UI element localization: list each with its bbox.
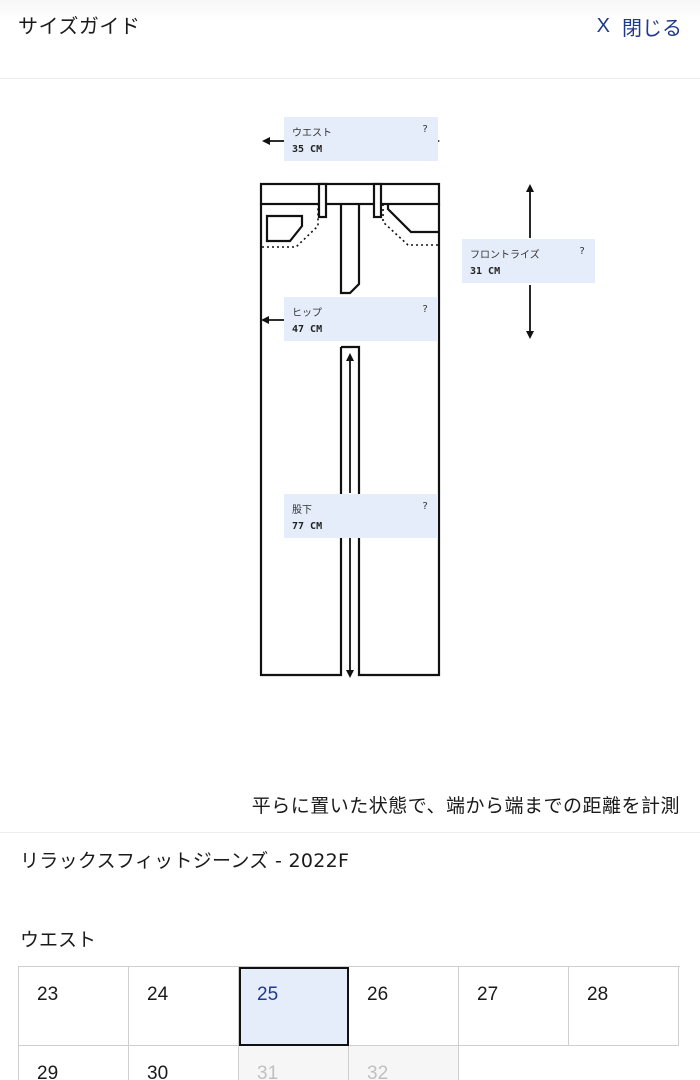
measurement-value: 77 CM [292,521,323,532]
measurement-name: 股下 [292,505,312,516]
measurement-inseam: 股下 ? 77 CM [284,494,438,538]
measurement-name: フロントライズ [470,250,540,261]
help-icon[interactable]: ? [578,246,585,257]
close-icon: X [596,15,610,37]
measurement-front-rise: フロントライズ ? 31 CM [462,239,595,283]
size-grid: 23 24 25 26 27 28 29 30 31 32 [18,966,680,1080]
measurement-value: 31 CM [470,266,501,277]
help-icon[interactable]: ? [421,501,428,512]
measurement-name: ヒップ [292,308,322,319]
help-icon[interactable]: ? [421,124,428,135]
size-option-23[interactable]: 23 [19,967,129,1046]
pants-illustration [259,137,534,678]
measurement-hip: ヒップ ? 47 CM [284,297,438,341]
size-option-24[interactable]: 24 [129,967,239,1046]
measurement-value: 35 CM [292,144,323,155]
help-icon[interactable]: ? [421,304,428,315]
divider [0,832,700,833]
size-option-32: 32 [349,1046,459,1080]
size-section-label: ウエスト [20,929,97,951]
size-option-29[interactable]: 29 [19,1046,129,1080]
header: サイズガイド X 閉じる [0,0,700,79]
close-button[interactable]: X 閉じる [597,12,682,41]
measurement-note: 平らに置いた状態で、端から端までの距離を計測 [251,795,680,817]
size-option-27[interactable]: 27 [459,967,569,1046]
size-option-25[interactable]: 25 [239,967,349,1046]
measurement-name: ウエスト [292,128,332,139]
page-title: サイズガイド [18,14,141,38]
measurement-waist: ウエスト ? 35 CM [284,117,438,161]
size-option-26[interactable]: 26 [349,967,459,1046]
size-option-28[interactable]: 28 [569,967,679,1046]
product-title: リラックスフィットジーンズ - 2022F [20,850,350,872]
measurement-value: 47 CM [292,324,323,335]
close-label: 閉じる [622,16,682,40]
measurement-diagram: ウエスト ? 35 CM フロントライズ ? 31 CM ヒップ ? 47 CM… [0,80,700,780]
size-option-30[interactable]: 30 [129,1046,239,1080]
size-option-31: 31 [239,1046,349,1080]
